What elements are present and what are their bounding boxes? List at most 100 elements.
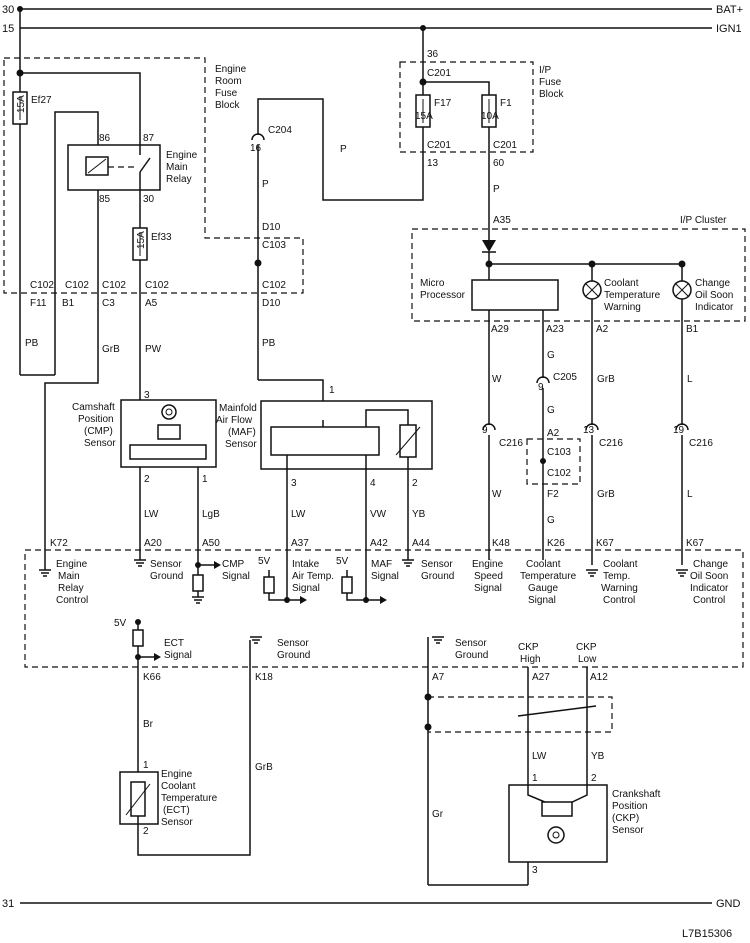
- wire-color-lw-ckp: LW: [532, 751, 547, 762]
- ckp-high-label-2: High: [520, 654, 541, 665]
- splice-dot: [17, 6, 23, 12]
- wire-color-vw: VW: [370, 509, 387, 520]
- wire-color-yb-maf: YB: [412, 509, 426, 520]
- ecm-pin-a27: A27: [532, 672, 550, 683]
- ect-label-4: (ECT): [163, 805, 190, 816]
- maf-signal-resistor: [341, 576, 353, 594]
- splice-dot: [540, 458, 546, 464]
- relay-ctrl-label-2: Main: [58, 571, 80, 582]
- ecm-pin-k72: K72: [50, 538, 68, 549]
- engine-speed-label-3: Signal: [474, 583, 502, 594]
- maf-sensor-element: [270, 426, 380, 456]
- ip-fuse-pin-bottom-right: 60: [493, 158, 505, 169]
- coolant-warn-ctrl-label-1: Coolant: [603, 559, 638, 570]
- maf-thermistor-arrow: [395, 426, 421, 456]
- relay-coil-diagonal: [87, 158, 107, 174]
- coolant-warn-ctrl-label-4: Control: [603, 595, 635, 606]
- iat-label-3: Signal: [292, 583, 320, 594]
- maf-label-3: (MAF): [228, 427, 256, 438]
- wire-color-yb-ckp: YB: [591, 751, 605, 762]
- c216-pin-9: 9: [482, 425, 488, 436]
- ect-pin-2: 2: [143, 826, 149, 837]
- cmp-signal-label-2: Signal: [222, 571, 250, 582]
- ect-label-2: Coolant: [161, 781, 196, 792]
- iat-label-1: Intake: [292, 559, 320, 570]
- maf-internal-wire: [365, 409, 409, 427]
- splice-dot: [420, 25, 426, 31]
- bat-rail-left-label: 30: [2, 4, 14, 16]
- wire-color-l-bot: L: [687, 489, 693, 500]
- ip-cluster-label: I/P Cluster: [680, 215, 727, 226]
- ckp-coil: [541, 801, 573, 817]
- ect-label-1: Engine: [161, 769, 193, 780]
- diagram-id: L7B15306: [682, 928, 732, 940]
- ecm-pin-a7: A7: [432, 672, 445, 683]
- ip-fuse-block-label-3: Block: [539, 89, 564, 100]
- relay-ctrl-label-1: Engine: [56, 559, 88, 570]
- ecm-pin-k18: K18: [255, 672, 273, 683]
- shield-twist: [517, 705, 597, 717]
- ip-fuse-pin-top: 36: [427, 49, 439, 60]
- relay-label-2: Main: [166, 162, 188, 173]
- ckp-shield: [428, 696, 613, 733]
- engine-room-fuse-block-label-4: Block: [215, 100, 240, 111]
- oil-ctrl-label-1: Change: [693, 559, 728, 570]
- ckp-label-2: Position: [612, 801, 648, 812]
- cmp-label-4: Sensor: [84, 438, 116, 449]
- gear-hub: [552, 831, 560, 839]
- coolant-gauge-label-2: Temperature: [520, 571, 577, 582]
- arrow-icon: [154, 653, 161, 661]
- micro-processor-label-2: Processor: [420, 290, 466, 301]
- wire-color-l-top: L: [687, 374, 693, 385]
- sensor-ground-2-label-1: Sensor: [421, 559, 453, 570]
- arrow-icon: [380, 596, 387, 604]
- bat-rail-right-label: BAT+: [716, 4, 743, 16]
- c216-label-2: C216: [599, 438, 623, 449]
- relay-pin-87: 87: [143, 133, 155, 144]
- ckp-pin-2: 2: [591, 773, 597, 784]
- c102-label-2: C102: [65, 280, 89, 291]
- relay-label-1: Engine: [166, 150, 198, 161]
- sensor-ground-4-label-1: Sensor: [455, 638, 487, 649]
- cmp-label-2: Position: [78, 414, 114, 425]
- wire-color-gr: Gr: [432, 809, 444, 820]
- c102-label-5: C102: [262, 280, 286, 291]
- c216-label-1: C216: [499, 438, 523, 449]
- c102-pin-a5: A5: [145, 298, 158, 309]
- wire-color-lw-maf: LW: [291, 509, 306, 520]
- ecm-pin-k66: K66: [143, 672, 161, 683]
- oil-ctrl-label-2: Oil Soon: [690, 571, 728, 582]
- c216-pin-13: 13: [583, 425, 595, 436]
- fuse-f1-rating: 10A: [481, 111, 499, 122]
- ecm-pin-k67-b: K67: [686, 538, 704, 549]
- coolant-gauge-label-3: Gauge: [528, 583, 558, 594]
- ecm-pin-a20: A20: [144, 538, 162, 549]
- ckp-pin-1: 1: [532, 773, 538, 784]
- wire-color-p-right: P: [493, 184, 500, 195]
- cmp-signal-label-1: CMP: [222, 559, 245, 570]
- ckp-low-label-2: Low: [578, 654, 597, 665]
- wire-color-br: Br: [143, 719, 154, 730]
- power-rails: 30 BAT+ 15 IGN1 31 GND: [2, 4, 743, 910]
- connector-d10-top: D10: [262, 222, 281, 233]
- maf-signal-label-1: MAF: [371, 559, 392, 570]
- f1-feed-wire: [423, 81, 490, 95]
- splice-dot: [678, 260, 686, 268]
- relay-pin-30: 30: [143, 194, 155, 205]
- micro-processor-label-1: Micro: [420, 278, 445, 289]
- wire-color-g-mid: G: [547, 405, 555, 416]
- c204-p-circuit: 16 C204 P P D10 C103 PB: [250, 98, 424, 420]
- change-oil-label-2: Oil Soon: [695, 290, 733, 301]
- sensor-ground-3-label-1: Sensor: [277, 638, 309, 649]
- maf-pin-4: 4: [370, 478, 376, 489]
- maf-pin-2: 2: [412, 478, 418, 489]
- wire-color-w-bot: W: [492, 489, 502, 500]
- wire-color-w-top: W: [492, 374, 502, 385]
- cluster-pin-a2: A2: [596, 324, 609, 335]
- wire-color-pw: PW: [145, 344, 162, 355]
- oil-ctrl-label-3: Indicator: [690, 583, 729, 594]
- diode-symbol: [482, 240, 496, 252]
- c204-label: C204: [268, 125, 292, 136]
- ip-fuse-block: I/P Fuse Block 36 C201 F17 15A F1 10A C2…: [399, 25, 564, 240]
